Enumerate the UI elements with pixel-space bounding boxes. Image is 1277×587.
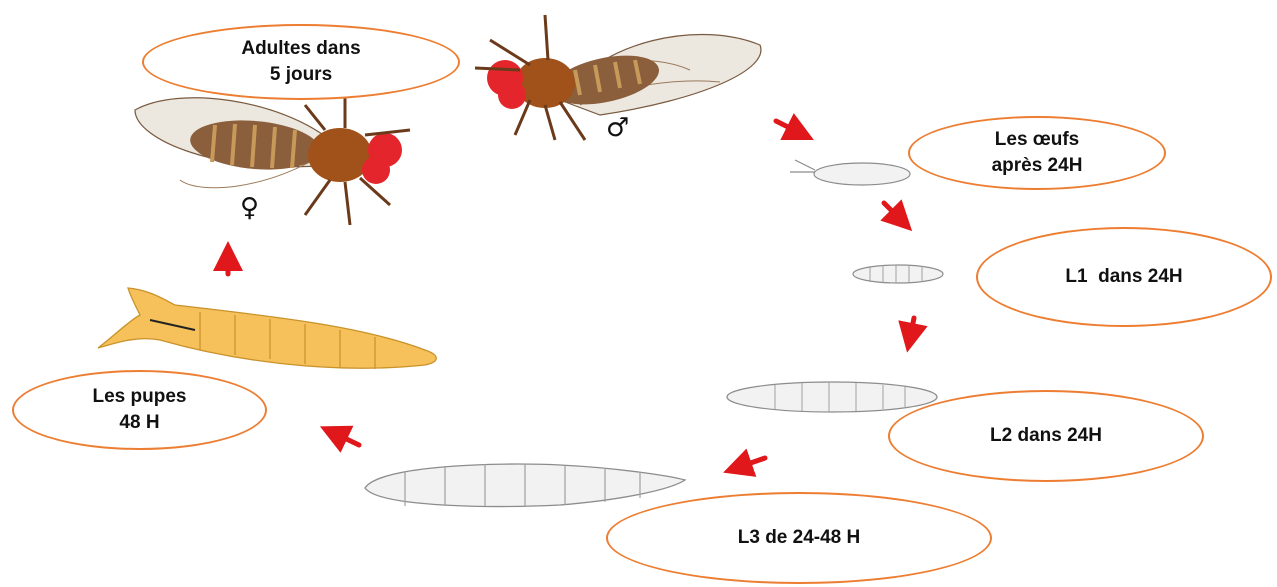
l2-larva-illustration xyxy=(727,382,937,412)
male-symbol: ♂ xyxy=(606,115,629,141)
l1-label: L1 dans 24H xyxy=(1065,264,1182,290)
l3-larva-illustration xyxy=(365,464,685,506)
egg-illustration xyxy=(790,160,910,185)
l2-label: L2 dans 24H xyxy=(990,423,1102,449)
l1-label-bubble: L1 dans 24H xyxy=(976,227,1272,327)
l1-larva-illustration xyxy=(853,265,943,283)
female-fly-illustration xyxy=(135,95,410,225)
pupa-illustration xyxy=(98,288,436,369)
l3-label-bubble: L3 de 24-48 H xyxy=(606,492,992,584)
arrow-l1-to-l2 xyxy=(911,318,914,333)
pupae-label-bubble: Les pupes 48 H xyxy=(12,370,267,450)
adults-label-line-1: Adultes dans xyxy=(241,36,360,62)
arrow-egg-to-l1 xyxy=(884,203,898,217)
arrow-l3-to-pupa xyxy=(338,435,359,445)
l3-label: L3 de 24-48 H xyxy=(738,525,861,551)
pupae-label-line-2: 48 H xyxy=(119,410,159,436)
arrow-adult-to-egg xyxy=(776,121,796,131)
adults-label-bubble: Adultes dans 5 jours xyxy=(142,24,460,100)
eggs-label-line-1: Les œufs xyxy=(995,127,1079,153)
pupae-label-line-1: Les pupes xyxy=(93,384,187,410)
eggs-label-bubble: Les œufs après 24H xyxy=(908,116,1166,190)
adults-label-line-2: 5 jours xyxy=(270,62,332,88)
eggs-label-line-2: après 24H xyxy=(992,153,1083,179)
female-symbol: ♀ xyxy=(240,195,259,221)
l2-label-bubble: L2 dans 24H xyxy=(888,390,1204,482)
arrow-l2-to-l3 xyxy=(742,458,765,466)
